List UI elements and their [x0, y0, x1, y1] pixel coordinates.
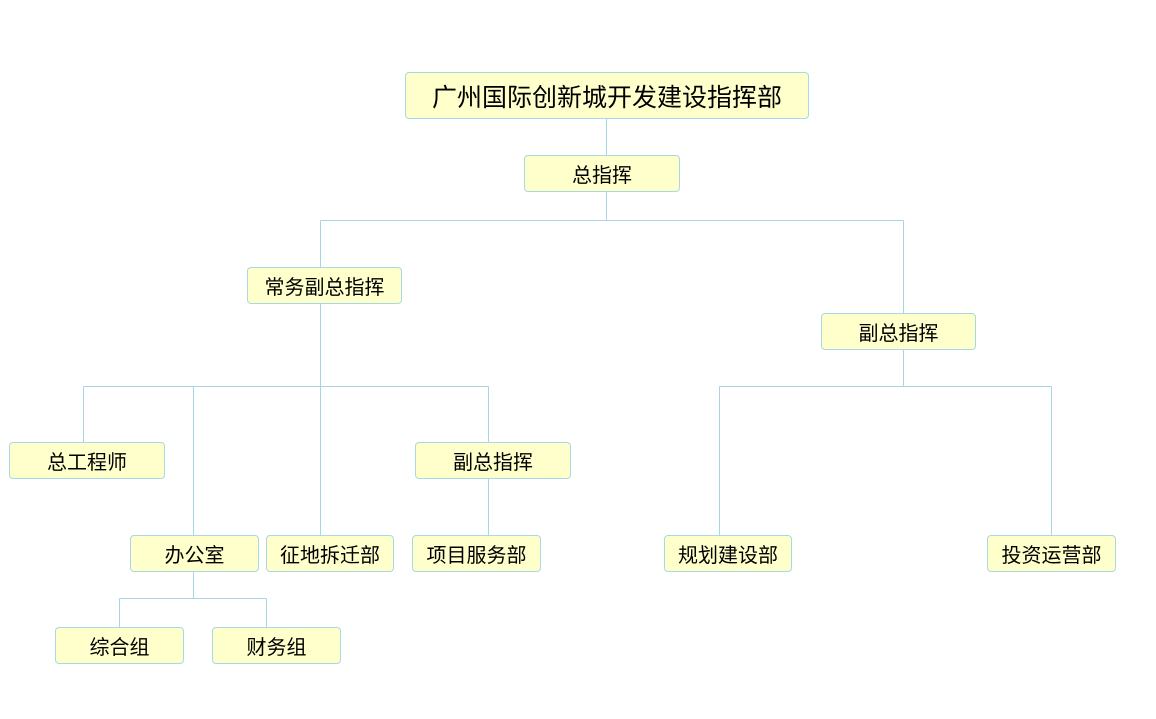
node-executive-deputy-commander-label: 常务副总指挥 [264, 275, 385, 299]
node-deputy-commander-left: 副总指挥 [415, 442, 571, 479]
node-deputy-commander-right-label: 副总指挥 [858, 321, 939, 345]
node-project-service-department: 项目服务部 [412, 535, 541, 572]
node-office-label: 办公室 [164, 543, 225, 567]
node-finance-group-label: 财务组 [246, 635, 307, 659]
node-executive-deputy-commander: 常务副总指挥 [247, 267, 402, 304]
node-deputy-commander-right: 副总指挥 [821, 313, 976, 350]
node-general-affairs-group-label: 综合组 [89, 635, 150, 659]
node-chief-commander: 总指挥 [524, 155, 680, 192]
node-chief-engineer: 总工程师 [9, 442, 165, 479]
node-office: 办公室 [130, 535, 259, 572]
node-root: 广州国际创新城开发建设指挥部 [405, 72, 809, 119]
node-planning-construction-department: 规划建设部 [664, 535, 792, 572]
node-finance-group: 财务组 [212, 627, 341, 664]
node-planning-construction-department-label: 规划建设部 [678, 543, 778, 567]
node-land-acquisition-department: 征地拆迁部 [266, 535, 394, 572]
node-project-service-department-label: 项目服务部 [426, 543, 527, 567]
node-chief-engineer-label: 总工程师 [47, 450, 127, 474]
node-land-acquisition-department-label: 征地拆迁部 [280, 543, 380, 567]
node-investment-operation-department-label: 投资运营部 [1001, 543, 1102, 567]
node-chief-commander-label: 总指挥 [572, 163, 632, 187]
node-investment-operation-department: 投资运营部 [987, 535, 1116, 572]
node-root-label: 广州国际创新城开发建设指挥部 [431, 82, 782, 112]
node-deputy-commander-left-label: 副总指挥 [453, 450, 533, 474]
node-general-affairs-group: 综合组 [55, 627, 184, 664]
